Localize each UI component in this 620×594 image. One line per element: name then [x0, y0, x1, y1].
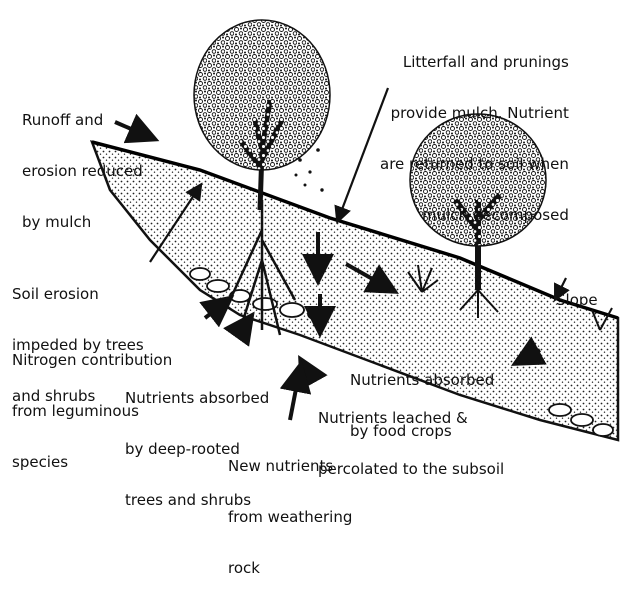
agroforestry-nutrient-diagram: Runoff and erosion reduced by mulch Litt…: [12, 19, 620, 577]
crop-plant-icon: [407, 264, 613, 331]
label-slope: Slope: [556, 291, 598, 309]
label-runoff: Runoff and erosion reduced by mulch: [22, 111, 143, 231]
mulch-particles: [294, 148, 324, 192]
soil-slope: [89, 140, 620, 442]
label-food-crops: Nutrients absorbed by food crops: [350, 371, 495, 440]
label-litterfall: Litterfall and prunings provide mulch. N…: [380, 53, 569, 224]
label-nitrogen: Nitrogen contribution from leguminous sp…: [12, 351, 173, 471]
arrow-icon: [114, 87, 570, 421]
label-weathering: New nutrients from weathering rock: [228, 457, 353, 577]
label-leached: Nutrients leached & percolated to the su…: [318, 409, 505, 478]
large-tree-icon: [193, 19, 331, 336]
label-soil-erosion: Soil erosion impeded by trees and shrubs: [12, 285, 144, 405]
small-tree-icon: [409, 113, 547, 318]
diagram-canvas: [89, 19, 620, 442]
